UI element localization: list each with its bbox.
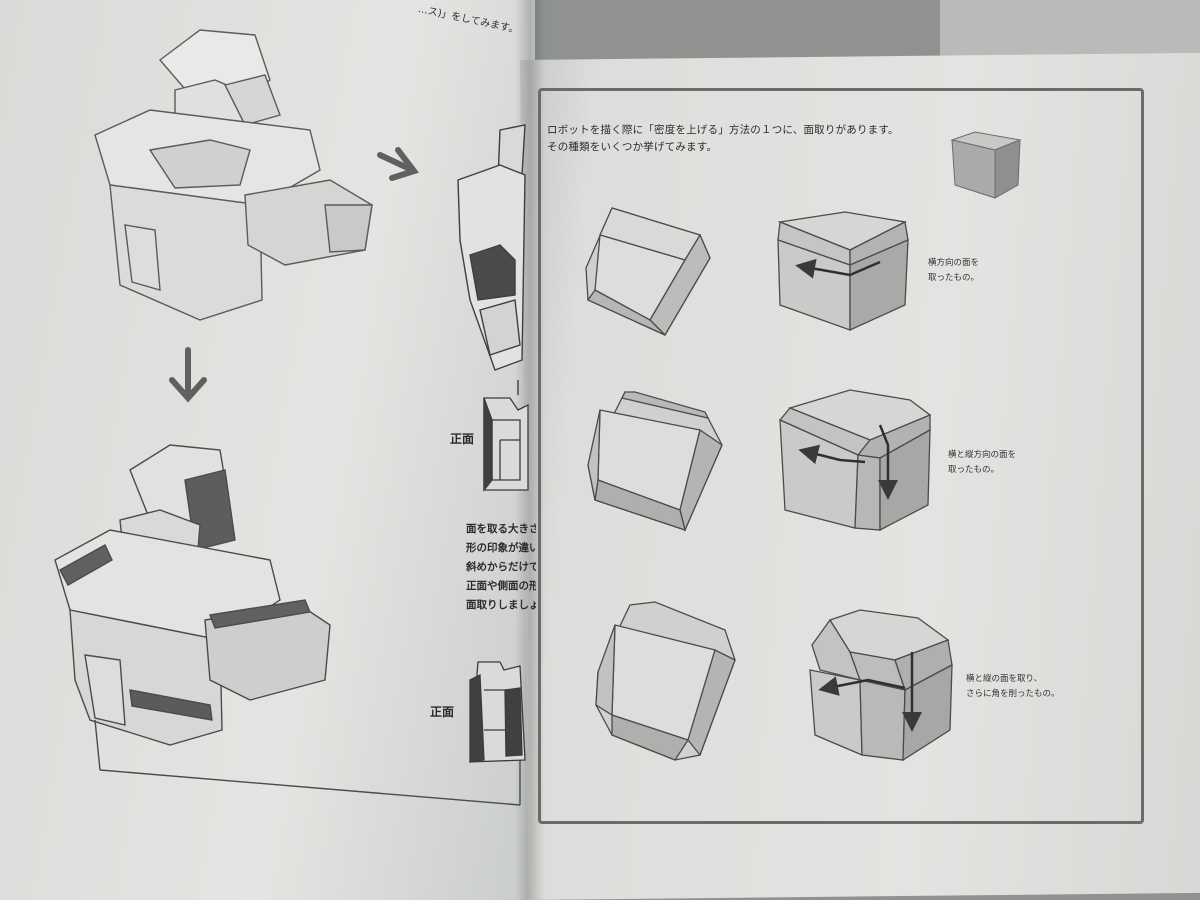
intro-line-2: その種類をいくつか挙げてみます。 — [547, 141, 718, 153]
chamfer-cube-2-right — [778, 389, 932, 532]
robot-sketch-top — [94, 29, 373, 321]
front-view-1 — [483, 397, 529, 492]
chamfer-cube-3-right — [809, 609, 953, 762]
chamfer-cube-2-left — [587, 391, 723, 533]
caption-corner: 横と縦の面を取り、 さらに角を削ったもの。 — [966, 674, 1060, 699]
front-view-2 — [469, 661, 526, 763]
chamfer-cube-3-left — [595, 601, 736, 761]
chamfer-cube-1-right — [777, 211, 909, 332]
intro-text: ロボットを描く際に「密度を上げる」方法の１つに、面取りがあります。 その種類をい… — [547, 122, 899, 156]
content-frame — [538, 88, 1144, 824]
robot-side-view — [457, 124, 526, 395]
side-note: 面を取る大きさを変 形の印象が違います 斜めからだけでな 正面や側面の形も 面取… — [466, 523, 536, 611]
front-label-1: 正面 — [450, 432, 475, 446]
front-label-2: 正面 — [430, 705, 455, 719]
caption-horizontal: 横方向の面を 取ったもの。 — [928, 258, 980, 283]
robot-shaded-bottom — [54, 444, 521, 806]
arrow-down-icon — [169, 347, 207, 403]
chamfer-cube-1-left — [585, 207, 711, 337]
intro-line-1: ロボットを描く際に「密度を上げる」方法の１つに、面取りがあります。 — [547, 124, 899, 136]
arrow-right-icon — [377, 147, 419, 181]
reference-cube — [950, 131, 1022, 199]
caption-horizontal-vertical: 横と縦方向の面を 取ったもの。 — [948, 450, 1017, 475]
